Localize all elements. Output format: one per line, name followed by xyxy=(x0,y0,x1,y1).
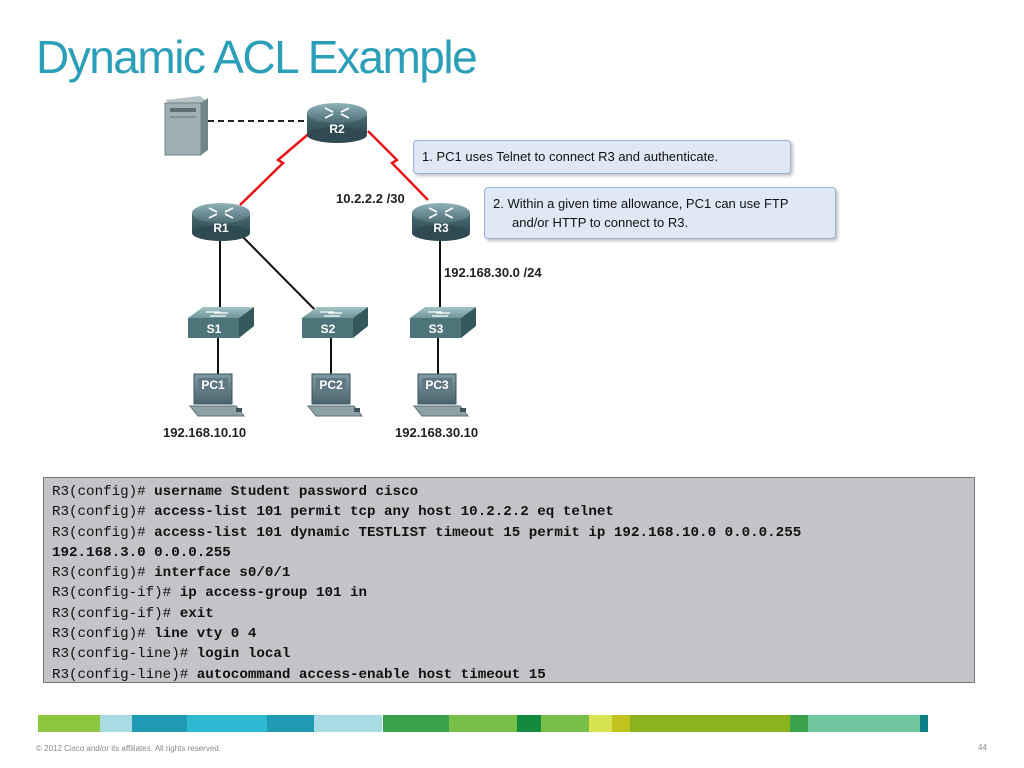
stripe-segment xyxy=(100,715,132,732)
stripe-segment xyxy=(267,715,314,732)
config-prompt: R3(config)# xyxy=(52,626,155,643)
config-command: access-list 101 permit tcp any host 10.2… xyxy=(154,504,614,521)
stripe-segment xyxy=(920,715,928,732)
pc3-label: PC3 xyxy=(425,378,449,392)
config-line: R3(config-if)# exit xyxy=(52,604,966,624)
config-command: interface s0/0/1 xyxy=(154,565,291,582)
config-line: R3(config)# line vty 0 4 xyxy=(52,624,966,644)
stripe-segment xyxy=(630,715,640,732)
page-number: 44 xyxy=(978,743,987,752)
serial-link-r2-r3 xyxy=(367,130,429,201)
router-r2-icon: R2 xyxy=(307,103,367,143)
stripe-segment xyxy=(132,715,187,732)
r3-serial-address: 10.2.2.2 /30 xyxy=(336,191,405,206)
config-code-block: R3(config)# username Student password ci… xyxy=(43,477,975,683)
link-r1-s2 xyxy=(235,229,321,316)
config-command: username Student password cisco xyxy=(154,484,419,500)
pc1-ip-address: 192.168.10.10 xyxy=(163,425,247,440)
config-command: exit xyxy=(179,605,214,622)
config-prompt: R3(config-line)# xyxy=(52,646,197,663)
stripe-segment xyxy=(314,715,382,732)
config-prompt: R3(config-line)# xyxy=(52,666,197,683)
stripe-segment xyxy=(449,715,517,732)
config-prompt: R3(config-if)# xyxy=(52,605,180,622)
switch-s1-label: S1 xyxy=(207,322,222,336)
stripe-segment xyxy=(383,715,449,732)
config-command: 192.168.3.0 0.0.0.255 xyxy=(52,544,231,561)
config-line: R3(config-line)# login local xyxy=(52,644,966,664)
switch-s2-icon: S2 xyxy=(302,307,368,338)
serial-link-r2-r1 xyxy=(239,130,313,206)
router-r3-label: R3 xyxy=(433,221,449,235)
router-r1-label: R1 xyxy=(213,221,229,235)
config-line: R3(config-if)# ip access-group 101 in xyxy=(52,583,966,603)
router-r3-icon: R3 xyxy=(412,203,470,241)
stripe-segment xyxy=(541,715,589,732)
switch-s3-icon: S3 xyxy=(410,307,476,338)
stripe-segment xyxy=(517,715,541,732)
config-prompt: R3(config)# xyxy=(52,504,155,521)
config-line: 192.168.3.0 0.0.0.255 xyxy=(52,543,966,563)
stripe-segment xyxy=(38,715,100,732)
pc1-icon: PC1 xyxy=(188,373,246,417)
config-prompt: R3(config-if)# xyxy=(52,585,180,602)
config-command: autocommand access-enable host timeout 1… xyxy=(196,666,546,683)
network-diagram: R2 R1 R3 S1 S2 S3 xyxy=(164,96,476,417)
switch-s3-label: S3 xyxy=(429,322,444,336)
config-command: login local xyxy=(196,646,291,663)
config-line: R3(config)# access-list 101 permit tcp a… xyxy=(52,502,966,522)
pc2-icon: PC2 xyxy=(306,373,364,417)
r3-lan-network: 192.168.30.0 /24 xyxy=(444,265,542,280)
config-line: R3(config)# interface s0/0/1 xyxy=(52,563,966,583)
pc2-label: PC2 xyxy=(319,378,343,392)
color-stripe xyxy=(38,715,928,732)
stripe-segment xyxy=(790,715,808,732)
router-r1-icon: R1 xyxy=(192,203,250,241)
callout-step-1: 1. PC1 uses Telnet to connect R3 and aut… xyxy=(413,140,791,174)
config-prompt: R3(config)# xyxy=(52,565,155,582)
config-line: R3(config)# username Student password ci… xyxy=(52,482,966,502)
router-r2-label: R2 xyxy=(329,122,345,136)
stripe-segment xyxy=(612,715,630,732)
callout-step-2: 2. Within a given time allowance, PC1 ca… xyxy=(484,187,836,239)
copyright-footer: © 2012 Cisco and/or its affiliates. All … xyxy=(36,744,221,753)
stripe-segment xyxy=(187,715,267,732)
stripe-segment xyxy=(382,715,383,732)
config-line: R3(config-line)# autocommand access-enab… xyxy=(52,665,966,685)
config-command: ip access-group 101 in xyxy=(179,585,368,602)
stripe-segment xyxy=(808,715,920,732)
pc1-label: PC1 xyxy=(201,378,225,392)
config-command: access-list 101 dynamic TESTLIST timeout… xyxy=(154,524,802,541)
callout-step-1-text: 1. PC1 uses Telnet to connect R3 and aut… xyxy=(422,149,719,164)
pc3-ip-address: 192.168.30.10 xyxy=(395,425,479,440)
switch-s2-label: S2 xyxy=(321,322,336,336)
config-line: R3(config)# access-list 101 dynamic TEST… xyxy=(52,523,966,543)
callout-step-2-line1: 2. Within a given time allowance, PC1 ca… xyxy=(493,196,789,211)
config-prompt: R3(config)# xyxy=(52,484,155,500)
server-icon xyxy=(164,96,208,156)
callout-step-2-line2: and/or HTTP to connect to R3. xyxy=(512,215,689,230)
config-prompt: R3(config)# xyxy=(52,524,155,541)
config-command: line vty 0 4 xyxy=(154,626,257,643)
stripe-segment xyxy=(640,715,790,732)
switch-s1-icon: S1 xyxy=(188,307,254,338)
pc3-icon: PC3 xyxy=(412,373,470,417)
slide-title: Dynamic ACL Example xyxy=(36,31,478,83)
stripe-segment xyxy=(589,715,612,732)
